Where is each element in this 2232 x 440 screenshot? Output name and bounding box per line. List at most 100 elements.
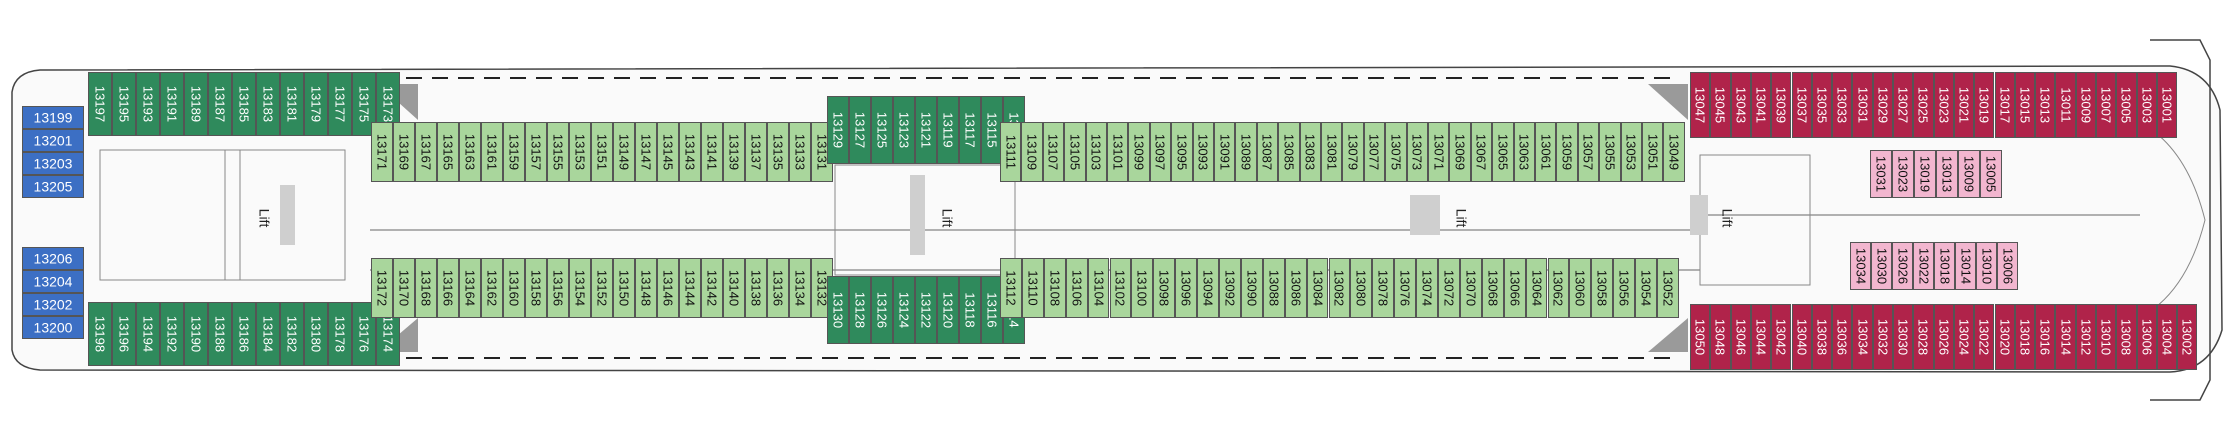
cabin-13038[interactable]: 13038 xyxy=(1811,304,1833,370)
cabin-13180[interactable]: 13180 xyxy=(304,302,328,366)
cabin-13159[interactable]: 13159 xyxy=(503,122,525,182)
cabin-13084[interactable]: 13084 xyxy=(1306,258,1329,318)
cabin-13057[interactable]: 13057 xyxy=(1577,122,1600,182)
cabin-13067[interactable]: 13067 xyxy=(1470,122,1493,182)
cabin-13072[interactable]: 13072 xyxy=(1438,258,1460,318)
cabin-13101[interactable]: 13101 xyxy=(1107,122,1129,182)
cabin-13155[interactable]: 13155 xyxy=(547,122,569,182)
cabin-13056[interactable]: 13056 xyxy=(1613,258,1636,318)
cabin-13148[interactable]: 13148 xyxy=(635,258,657,318)
cabin-13091[interactable]: 13091 xyxy=(1214,122,1236,182)
cabin-13163[interactable]: 13163 xyxy=(459,122,481,182)
cabin-13020[interactable]: 13020 xyxy=(1994,304,2015,370)
cabin-13041[interactable]: 13041 xyxy=(1750,72,1772,138)
cabin-13023[interactable]: 13023 xyxy=(1933,72,1954,138)
cabin-13123[interactable]: 13123 xyxy=(893,96,915,164)
cabin-13139[interactable]: 13139 xyxy=(723,122,745,182)
cabin-13192[interactable]: 13192 xyxy=(160,302,184,366)
cabin-13007[interactable]: 13007 xyxy=(2096,72,2117,138)
cabin-13154[interactable]: 13154 xyxy=(569,258,591,318)
cabin-13030[interactable]: 13030 xyxy=(1893,304,1914,370)
cabin-13109[interactable]: 13109 xyxy=(1021,122,1043,182)
cabin-13060[interactable]: 13060 xyxy=(1569,258,1592,318)
cabin-13062[interactable]: 13062 xyxy=(1547,258,1570,318)
cabin-13103[interactable]: 13103 xyxy=(1085,122,1107,182)
cabin-13079[interactable]: 13079 xyxy=(1342,122,1364,182)
cabin-13039[interactable]: 13039 xyxy=(1771,72,1792,138)
cabin-13137[interactable]: 13137 xyxy=(745,122,767,182)
cabin-13108[interactable]: 13108 xyxy=(1043,258,1066,318)
cabin-13014[interactable]: 13014 xyxy=(2055,304,2076,370)
cabin-13124[interactable]: 13124 xyxy=(893,276,915,344)
cabin-13019[interactable]: 13019 xyxy=(1914,150,1936,198)
cabin-13145[interactable]: 13145 xyxy=(657,122,679,182)
cabin-13086[interactable]: 13086 xyxy=(1284,258,1307,318)
cabin-13162[interactable]: 13162 xyxy=(481,258,503,318)
cabin-13181[interactable]: 13181 xyxy=(280,72,304,136)
cabin-13090[interactable]: 13090 xyxy=(1240,258,1263,318)
cabin-13179[interactable]: 13179 xyxy=(304,72,328,136)
cabin-13012[interactable]: 13012 xyxy=(2075,304,2096,370)
cabin-13074[interactable]: 13074 xyxy=(1416,258,1438,318)
cabin-13164[interactable]: 13164 xyxy=(459,258,481,318)
cabin-13136[interactable]: 13136 xyxy=(767,258,789,318)
cabin-13031[interactable]: 13031 xyxy=(1870,150,1892,198)
cabin-13133[interactable]: 13133 xyxy=(789,122,811,182)
cabin-13011[interactable]: 13011 xyxy=(2055,72,2076,138)
cabin-13043[interactable]: 13043 xyxy=(1730,72,1751,138)
cabin-13033[interactable]: 13033 xyxy=(1832,72,1853,138)
cabin-13191[interactable]: 13191 xyxy=(160,72,184,136)
cabin-13156[interactable]: 13156 xyxy=(547,258,569,318)
cabin-13054[interactable]: 13054 xyxy=(1635,258,1657,318)
cabin-13061[interactable]: 13061 xyxy=(1535,122,1557,182)
cabin-13024[interactable]: 13024 xyxy=(1953,304,1975,370)
cabin-13052[interactable]: 13052 xyxy=(1657,258,1679,318)
cabin-13009[interactable]: 13009 xyxy=(1958,150,1980,198)
cabin-13044[interactable]: 13044 xyxy=(1750,304,1772,370)
cabin-13204[interactable]: 13204 xyxy=(22,270,84,293)
cabin-13168[interactable]: 13168 xyxy=(415,258,437,318)
cabin-13094[interactable]: 13094 xyxy=(1197,258,1219,318)
cabin-13138[interactable]: 13138 xyxy=(745,258,767,318)
cabin-13195[interactable]: 13195 xyxy=(112,72,136,136)
cabin-13185[interactable]: 13185 xyxy=(232,72,256,136)
cabin-13022[interactable]: 13022 xyxy=(1974,304,1995,370)
cabin-13104[interactable]: 13104 xyxy=(1087,258,1110,318)
cabin-13128[interactable]: 13128 xyxy=(849,276,871,344)
cabin-13030[interactable]: 13030 xyxy=(1871,242,1892,290)
cabin-13110[interactable]: 13110 xyxy=(1021,258,1044,318)
cabin-13029[interactable]: 13029 xyxy=(1872,72,1893,138)
cabin-13053[interactable]: 13053 xyxy=(1620,122,1642,182)
cabin-13063[interactable]: 13063 xyxy=(1513,122,1535,182)
cabin-13205[interactable]: 13205 xyxy=(22,175,84,198)
cabin-13201[interactable]: 13201 xyxy=(22,129,84,152)
cabin-13003[interactable]: 13003 xyxy=(2136,72,2157,138)
cabin-13049[interactable]: 13049 xyxy=(1663,122,1685,182)
cabin-13068[interactable]: 13068 xyxy=(1481,258,1504,318)
cabin-13149[interactable]: 13149 xyxy=(613,122,635,182)
cabin-13016[interactable]: 13016 xyxy=(2035,304,2056,370)
cabin-13158[interactable]: 13158 xyxy=(525,258,547,318)
cabin-13167[interactable]: 13167 xyxy=(415,122,437,182)
cabin-13018[interactable]: 13018 xyxy=(1934,242,1955,290)
cabin-13098[interactable]: 13098 xyxy=(1153,258,1176,318)
cabin-13065[interactable]: 13065 xyxy=(1492,122,1514,182)
cabin-13157[interactable]: 13157 xyxy=(525,122,547,182)
cabin-13160[interactable]: 13160 xyxy=(503,258,525,318)
cabin-13106[interactable]: 13106 xyxy=(1065,258,1088,318)
cabin-13047[interactable]: 13047 xyxy=(1690,72,1711,138)
cabin-13172[interactable]: 13172 xyxy=(371,258,393,318)
cabin-13023[interactable]: 13023 xyxy=(1892,150,1914,198)
cabin-13165[interactable]: 13165 xyxy=(437,122,459,182)
cabin-13004[interactable]: 13004 xyxy=(2156,304,2178,370)
cabin-13141[interactable]: 13141 xyxy=(701,122,723,182)
cabin-13118[interactable]: 13118 xyxy=(959,276,981,344)
cabin-13144[interactable]: 13144 xyxy=(679,258,701,318)
cabin-13093[interactable]: 13093 xyxy=(1192,122,1214,182)
cabin-13122[interactable]: 13122 xyxy=(915,276,937,344)
cabin-13119[interactable]: 13119 xyxy=(937,96,959,164)
cabin-13129[interactable]: 13129 xyxy=(827,96,849,164)
cabin-13120[interactable]: 13120 xyxy=(937,276,959,344)
cabin-13019[interactable]: 13019 xyxy=(1974,72,1995,138)
cabin-13081[interactable]: 13081 xyxy=(1321,122,1343,182)
